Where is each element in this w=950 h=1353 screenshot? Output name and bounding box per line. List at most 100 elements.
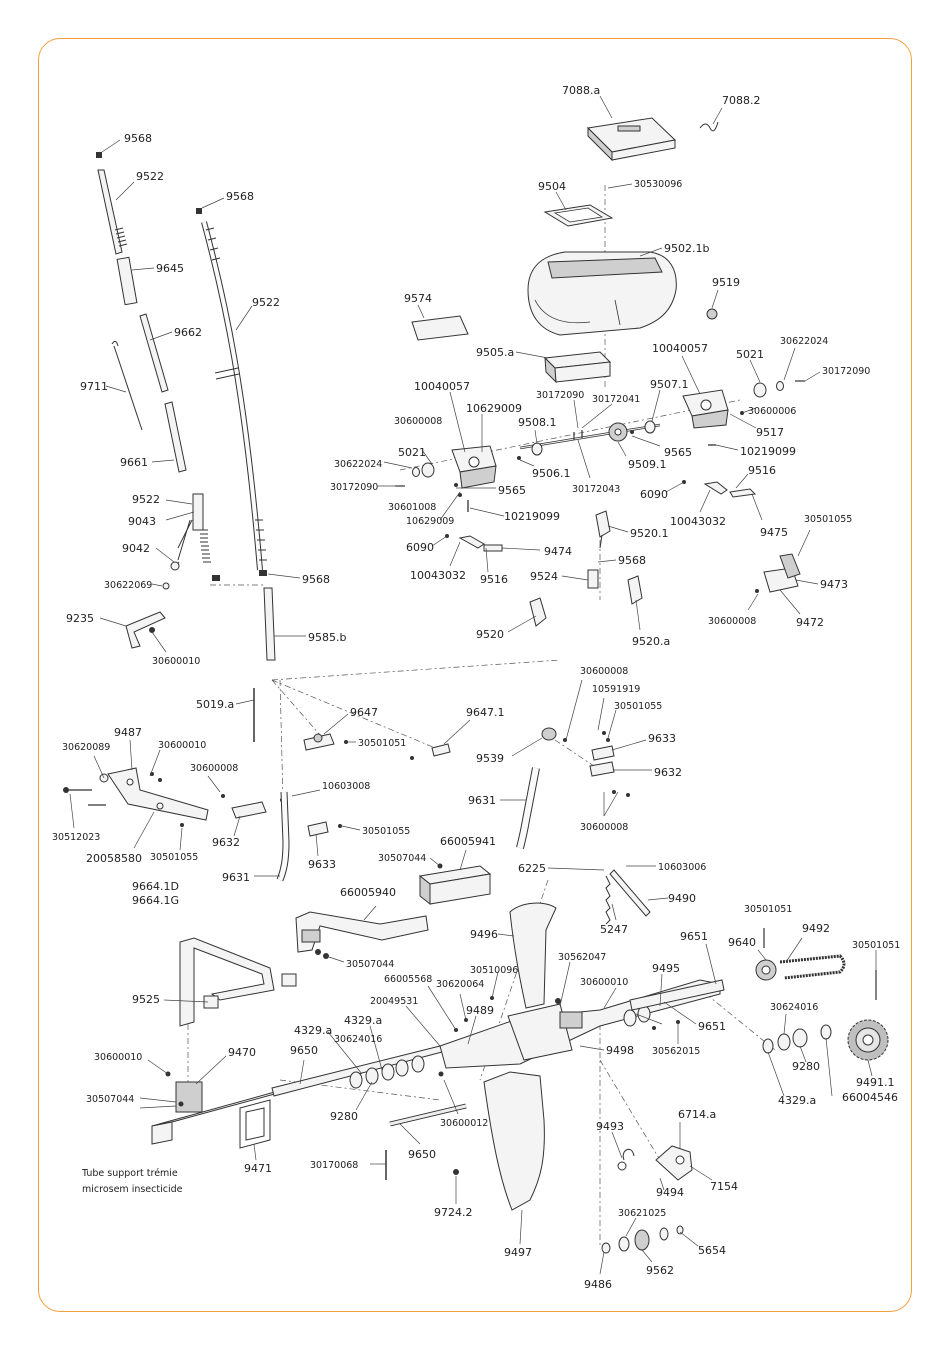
label-9633-right: 9633 [648,732,676,745]
label-30600012: 30600012 [440,1118,488,1129]
label-6225: 6225 [518,862,546,875]
label-tube-line-2: microsem insecticide [82,1184,183,1195]
right-cable [196,208,276,661]
label-9568-top-left: 9568 [124,132,152,145]
label-9539: 9539 [476,752,504,765]
label-20058580: 20058580 [86,852,142,865]
label-66004546: 66004546 [842,1091,898,1104]
boot-9497 [483,1071,545,1211]
label-10591919: 10591919 [592,684,640,695]
label-9492: 9492 [802,922,830,935]
label-30622024-right: 30622024 [780,336,828,347]
label-30172041: 30172041 [592,394,640,405]
label-9487: 9487 [114,726,142,739]
roller-right [644,420,656,434]
label-30172090-mid: 30172090 [536,390,584,401]
label-9516-right: 9516 [748,464,776,477]
label-7088a: 7088.a [562,84,600,97]
label-4329a-left: 4329.a [294,1024,332,1037]
label-9633-left: 9633 [308,858,336,871]
wheel-9562 [601,1225,684,1254]
label-9491-1: 9491.1 [856,1076,895,1089]
label-10040057-left: 10040057 [414,380,470,393]
label-9724-2: 9724.2 [434,1206,473,1219]
label-9517: 9517 [756,426,784,439]
label-30170068: 30170068 [310,1160,358,1171]
label-30501055-top: 30501055 [804,514,852,525]
label-9505a: 9505.a [476,346,514,359]
label-30530096: 30530096 [634,179,682,190]
tube-support [151,1071,305,1145]
clip-spring [699,121,719,132]
label-9645: 9645 [156,262,184,275]
label-7088-2: 7088.2 [722,94,761,107]
label-5021-right: 5021 [736,348,764,361]
label-9504: 9504 [538,180,566,193]
label-30600010-left: 30600010 [152,656,200,667]
label-5019a: 5019.a [196,698,234,711]
page-frame [38,38,912,1312]
label-30562015: 30562015 [652,1046,700,1057]
rod-9711 [113,345,143,431]
bushings-9280 [762,1024,832,1054]
label-9585b: 9585.b [308,631,346,644]
label-5247: 5247 [600,923,628,936]
label-30621025: 30621025 [618,1208,666,1219]
hopper-support-66005940 [295,911,429,959]
label-9662: 9662 [174,326,202,339]
label-9631-right: 9631 [468,794,496,807]
label-9565-left: 9565 [498,484,526,497]
label-9042: 9042 [122,542,150,555]
label-9235: 9235 [66,612,94,625]
label-9509-1: 9509.1 [628,458,667,471]
label-9650-top: 9650 [290,1044,318,1057]
label-30600010-right: 30600010 [580,977,628,988]
label-9647: 9647 [350,706,378,719]
label-66005568: 66005568 [384,974,432,985]
label-9489: 9489 [466,1004,494,1017]
label-9651-right: 9651 [698,1020,726,1033]
part-labels: 7088.a 7088.2 9504 30530096 9502.1b 9519… [52,84,900,1291]
hopper-collar [543,351,612,384]
label-30600008-top: 30600008 [394,416,442,427]
label-10629009-bottom: 10629009 [406,516,454,527]
label-30507044-top: 30507044 [378,853,426,864]
label-30507044-bottom: 30507044 [86,1094,134,1105]
label-9522-top: 9522 [136,170,164,183]
adjust-levers-top [445,480,757,552]
label-10603008: 10603008 [322,781,370,792]
label-30600010-bottom: 30600010 [94,1052,142,1063]
label-9568-mid: 9568 [618,554,646,567]
label-9494: 9494 [656,1186,684,1199]
label-30600008-right: 30600008 [708,616,756,627]
label-30624016-left: 30624016 [334,1034,382,1045]
label-9520a: 9520.a [632,635,670,648]
label-30600008-mid-top: 30600008 [580,666,628,677]
label-9495: 9495 [652,962,680,975]
spring-6225 [605,869,651,925]
label-9631-left: 9631 [222,871,250,884]
label-5654: 5654 [698,1244,726,1257]
label-9280-left: 9280 [330,1110,358,1123]
clamp-9647 [303,733,451,760]
label-30600010-mid: 30600010 [158,740,206,751]
label-9651-top: 9651 [680,930,708,943]
label-6090-left: 6090 [406,541,434,554]
label-30624016-right: 30624016 [770,1002,818,1013]
label-9661: 9661 [120,456,148,469]
label-10043032-left: 10043032 [410,569,466,582]
arm-20058580 [107,767,209,821]
label-30620064: 30620064 [436,979,484,990]
label-7154: 7154 [710,1180,738,1193]
label-9497: 9497 [504,1246,532,1259]
bushings-left [349,1055,444,1089]
roller-left [531,442,543,456]
cover-plate [411,315,469,341]
label-10603006: 10603006 [658,862,706,873]
label-9640: 9640 [728,936,756,949]
label-9490: 9490 [668,892,696,905]
label-9472: 9472 [796,616,824,629]
label-30501051-mid: 30501051 [358,738,406,749]
left-distributor-housing [451,445,497,489]
label-9502-1b: 9502.1b [664,242,709,255]
